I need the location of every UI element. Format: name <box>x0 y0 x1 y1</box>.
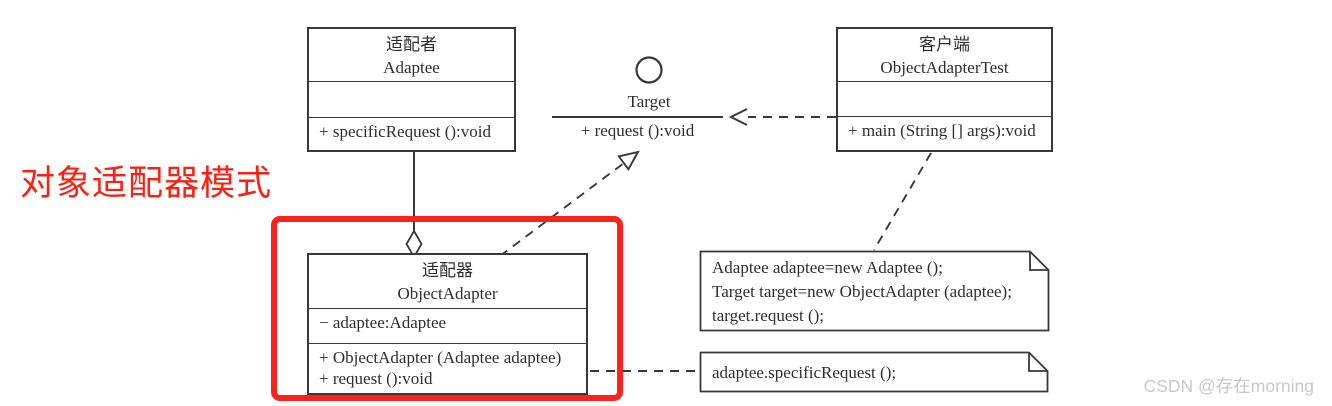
class-methods-adaptee: + specificRequest ():void <box>309 117 514 150</box>
class-methods-client: + main (String [] args):void <box>838 116 1051 150</box>
class-box-adapter: 适配器 ObjectAdapter − adaptee:Adaptee + Ob… <box>307 253 588 395</box>
class-title-en: Adaptee <box>383 58 440 77</box>
class-title-client: 客户端 ObjectAdapterTest <box>838 29 1051 81</box>
uml-note-client-code: Adaptee adaptee=new Adaptee (); Target t… <box>712 256 1012 328</box>
class-box-client: 客户端 ObjectAdapterTest + main (String [] … <box>836 27 1053 152</box>
uml-note-request-code: adaptee.specificRequest (); <box>712 361 896 385</box>
class-title-en: ObjectAdapterTest <box>880 58 1009 77</box>
class-title-cn: 适配器 <box>422 261 473 280</box>
note-line: Target target=new ObjectAdapter (adaptee… <box>712 282 1012 301</box>
method-label: + ObjectAdapter (Adaptee adaptee) <box>319 348 562 367</box>
interface-method-target: + request ():void <box>580 121 695 140</box>
class-title-cn: 客户端 <box>919 35 970 54</box>
realization-dashed-line <box>499 162 625 257</box>
class-title-adapter: 适配器 ObjectAdapter <box>309 255 586 308</box>
watermark: CSDN @存在morning <box>1143 376 1314 396</box>
interface-lollipop-icon <box>635 56 663 84</box>
highlight-rectangle <box>271 216 623 401</box>
method-label: + main (String [] args):void <box>848 121 1036 140</box>
uml-note-client-fold-icon <box>1029 251 1049 271</box>
attribute-label: − adaptee:Adaptee <box>319 313 447 332</box>
class-methods-adapter: + ObjectAdapter (Adaptee adaptee) + requ… <box>309 343 586 393</box>
class-title-en: ObjectAdapter <box>397 284 498 303</box>
realization-arrowhead-icon <box>617 150 640 171</box>
method-label: + request ():void <box>319 369 433 388</box>
uml-note-request-outline <box>699 351 1049 393</box>
class-attributes-client <box>838 81 1051 116</box>
class-title-adaptee: 适配者 Adaptee <box>309 29 514 81</box>
note-line: target.request (); <box>712 306 825 325</box>
uml-note-client-outline <box>699 250 1050 332</box>
dependency-arrowhead-icon <box>728 108 748 126</box>
class-box-adaptee: 适配者 Adaptee + specificRequest ():void <box>307 27 516 152</box>
uml-note-request-fold-icon <box>1028 352 1048 372</box>
note-line: Adaptee adaptee=new Adaptee (); <box>712 258 943 277</box>
interface-name-target: Target <box>627 92 671 111</box>
note-anchor-client <box>873 152 932 251</box>
class-attributes-adapter: − adaptee:Adaptee <box>309 308 586 343</box>
class-attributes-adaptee <box>309 81 514 117</box>
note-line: adaptee.specificRequest (); <box>712 363 897 382</box>
pattern-heading: 对象适配器模式 <box>20 164 273 203</box>
class-title-cn: 适配者 <box>386 35 437 54</box>
method-label: + specificRequest ():void <box>319 122 491 141</box>
